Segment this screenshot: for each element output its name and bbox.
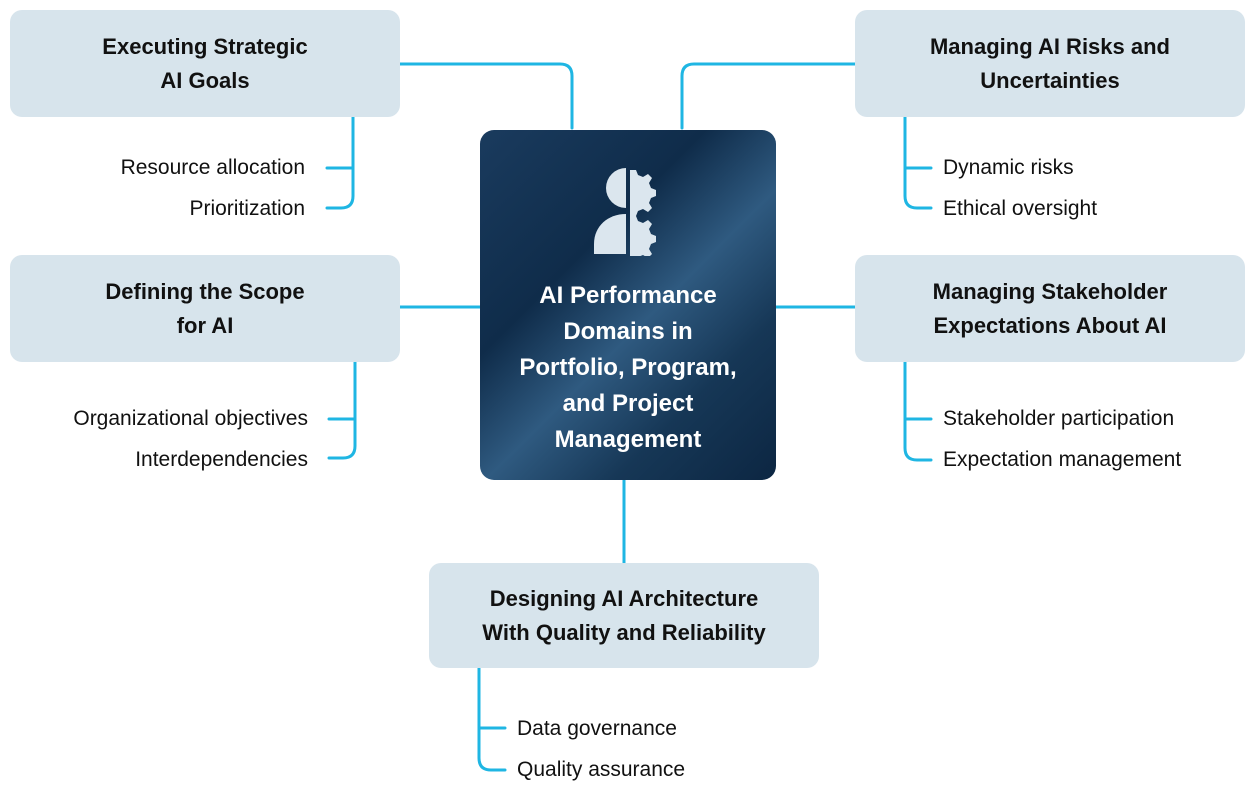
bracket-scope <box>327 360 357 460</box>
sub-item: Quality assurance <box>517 758 686 781</box>
center-card: AI Performance Domains in Portfolio, Pro… <box>480 130 776 480</box>
domain-title: Executing Strategic AI Goals <box>102 33 308 93</box>
connector-executing-to-center <box>398 62 574 130</box>
sub-item: Organizational objectives <box>73 407 308 430</box>
domain-title: Designing AI Architecture With Quality a… <box>482 585 766 645</box>
domain-title: Defining the Scope for AI <box>105 278 305 338</box>
sub-item: Resource allocation <box>120 156 305 179</box>
sub-item: Interdependencies <box>135 448 308 471</box>
sub-item: Expectation management <box>943 448 1182 471</box>
sub-item: Dynamic risks <box>943 156 1074 179</box>
sub-item: Data governance <box>517 717 677 740</box>
connector-risks-to-center <box>680 62 857 130</box>
bracket-executing <box>325 115 355 210</box>
bracket-architecture <box>477 666 507 772</box>
bracket-risks <box>903 115 933 210</box>
domain-ai-architecture: Designing AI Architecture With Quality a… <box>429 563 819 668</box>
domain-executing-strategic-goals: Executing Strategic AI Goals <box>10 10 400 117</box>
domain-title: Managing Stakeholder Expectations About … <box>932 278 1168 338</box>
domain-defining-scope: Defining the Scope for AI <box>10 255 400 362</box>
domain-title: Managing AI Risks and Uncertainties <box>929 33 1170 93</box>
person-gear-icon <box>594 168 656 256</box>
bracket-stakeholder <box>903 360 933 462</box>
domain-managing-risks: Managing AI Risks and Uncertainties <box>855 10 1245 117</box>
sub-item: Stakeholder participation <box>943 407 1175 430</box>
domain-stakeholder-expectations: Managing Stakeholder Expectations About … <box>855 255 1245 362</box>
sub-item: Prioritization <box>189 197 305 220</box>
sub-item: Ethical oversight <box>943 197 1098 220</box>
center-title: AI Performance Domains in Portfolio, Pro… <box>519 282 737 453</box>
